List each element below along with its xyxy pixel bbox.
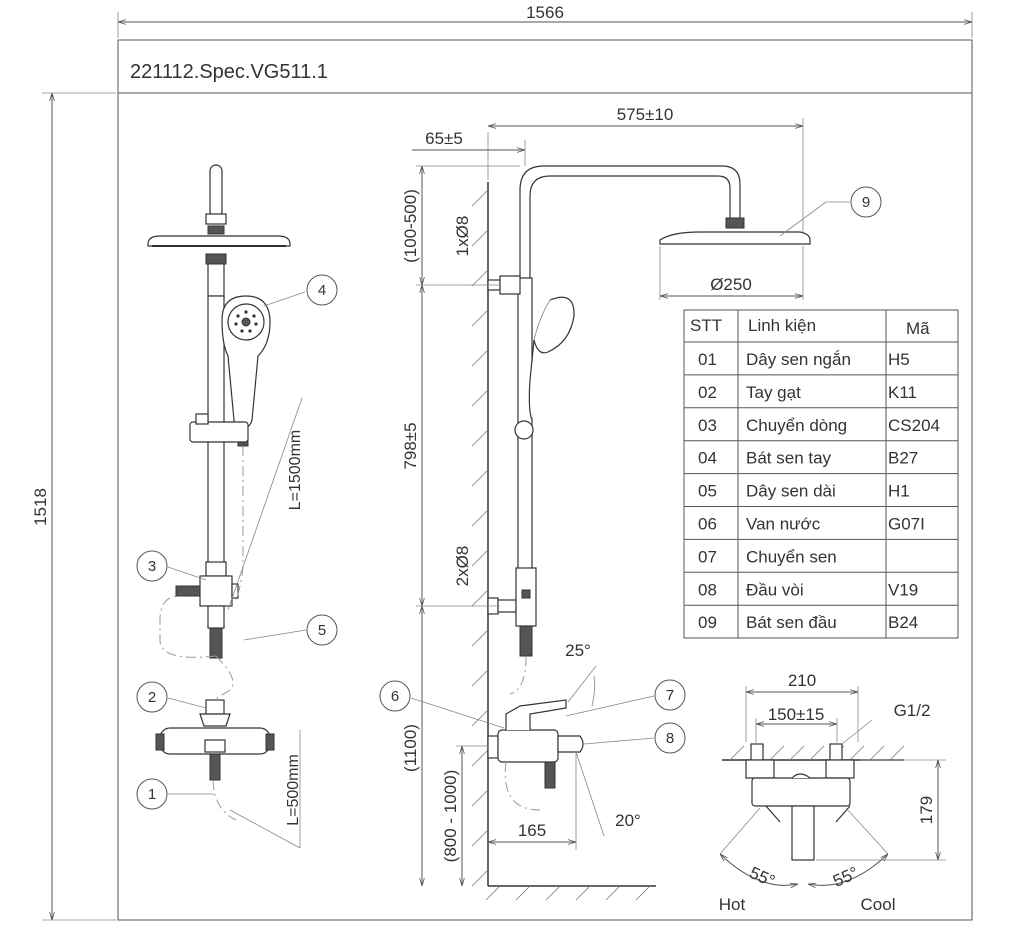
parts-table: STT Linh kiện Mã 01 Dây sen ngắn H5 02 Tay g… bbox=[683, 309, 959, 639]
svg-text:9: 9 bbox=[862, 194, 870, 211]
table-cell-part: Van nước bbox=[746, 515, 821, 534]
table-cell-stt: 02 bbox=[698, 383, 717, 402]
svg-text:3: 3 bbox=[148, 558, 156, 575]
table-cell-part: Chuyển sen bbox=[746, 547, 837, 566]
table-cell-code: H5 bbox=[888, 350, 910, 369]
head-diameter: Ø250 bbox=[710, 275, 752, 294]
table-cell-code: H1 bbox=[888, 482, 910, 501]
valve-detail: 210 150±15 G1/2 179 55° 55° Hot Cool bbox=[719, 671, 946, 914]
svg-text:4: 4 bbox=[318, 282, 326, 299]
overall-width-dimension: 1566 bbox=[117, 3, 973, 38]
table-cell-stt: 01 bbox=[698, 350, 717, 369]
table-cell-code: B27 bbox=[888, 449, 918, 468]
cool-label: Cool bbox=[861, 895, 896, 914]
overall-width-label: 1566 bbox=[526, 3, 564, 22]
table-cell-code: G07I bbox=[888, 515, 925, 534]
table-cell-part: Bát sen đầu bbox=[746, 613, 837, 632]
table-cell-stt: 06 bbox=[698, 515, 717, 534]
callout-1: 1 bbox=[136, 778, 214, 810]
front-view: L=1500mm L=500mm 1 2 3 4 5 bbox=[136, 164, 338, 849]
table-cell-code: CS204 bbox=[888, 416, 940, 435]
valve-inner-spacing: 150±15 bbox=[768, 705, 825, 724]
callout-4: 4 bbox=[263, 274, 338, 307]
callout-6: 6 bbox=[379, 680, 505, 729]
table-cell-part: Dây sen ngắn bbox=[746, 350, 851, 369]
short-hose-length: L=500mm bbox=[285, 754, 302, 826]
table-cell-stt: 07 bbox=[698, 547, 717, 566]
callout-5: 5 bbox=[243, 614, 338, 646]
long-hose-length: L=1500mm bbox=[287, 430, 304, 511]
table-cell-stt: 03 bbox=[698, 416, 717, 435]
callout-2: 2 bbox=[136, 681, 207, 713]
front-mixer bbox=[155, 699, 275, 781]
table-cell-part: Chuyển dòng bbox=[746, 416, 847, 435]
table-cell-code: V19 bbox=[888, 580, 918, 599]
upper-bracket-label: 1xØ8 bbox=[453, 216, 472, 257]
table-header-code: Mã bbox=[906, 319, 930, 338]
table-cell-stt: 05 bbox=[698, 482, 717, 501]
hot-label: Hot bbox=[719, 895, 746, 914]
hot-angle: 55° bbox=[747, 863, 778, 891]
valve-outer-spacing: 210 bbox=[788, 671, 816, 690]
valve-height-range: (800 - 1000) bbox=[441, 770, 460, 863]
table-cell-code: K11 bbox=[888, 383, 917, 402]
table-header-part: Linh kiện bbox=[748, 316, 816, 335]
table-cell-code: B24 bbox=[888, 613, 918, 632]
table-cell-part: Dây sen dài bbox=[746, 482, 836, 501]
svg-text:5: 5 bbox=[318, 622, 326, 639]
wall-hatching bbox=[471, 189, 489, 887]
table-cell-part: Tay gạt bbox=[746, 383, 801, 402]
spout-angle: 20° bbox=[615, 811, 641, 830]
drawing-frame bbox=[117, 39, 973, 921]
drawing-code: 221112.Spec.VG511.1 bbox=[130, 61, 328, 83]
callout-7: 7 bbox=[565, 679, 686, 717]
overall-height-dimension: 1518 bbox=[31, 92, 116, 921]
spout-reach: 165 bbox=[518, 821, 546, 840]
table-cell-stt: 08 bbox=[698, 580, 717, 599]
valve-thread: G1/2 bbox=[894, 701, 931, 720]
handle-angle: 25° bbox=[565, 641, 591, 660]
lower-bracket-label: 2xØ8 bbox=[453, 546, 472, 587]
table-cell-stt: 04 bbox=[698, 449, 717, 468]
floor-hatching bbox=[485, 885, 651, 901]
overall-height-label: 1518 bbox=[31, 488, 50, 526]
callout-3: 3 bbox=[136, 550, 207, 582]
svg-text:8: 8 bbox=[666, 730, 674, 747]
svg-text:6: 6 bbox=[391, 688, 399, 705]
table-header-stt: STT bbox=[690, 316, 722, 335]
side-view: 25° 20° 165 65±5 575±10 Ø250 (100-500) 7… bbox=[379, 105, 882, 901]
riser-height: 798±5 bbox=[401, 422, 420, 469]
svg-text:1: 1 bbox=[148, 786, 156, 803]
table-cell-part: Đầu vòi bbox=[746, 580, 804, 599]
table-cell-stt: 09 bbox=[698, 613, 717, 632]
cool-angle: 55° bbox=[830, 863, 861, 891]
upper-mount-range: (100-500) bbox=[401, 189, 420, 263]
callout-8: 8 bbox=[583, 722, 686, 754]
svg-text:7: 7 bbox=[666, 687, 674, 704]
top-offset: 65±5 bbox=[425, 129, 463, 148]
callout-9: 9 bbox=[779, 186, 882, 237]
arm-reach: 575±10 bbox=[617, 105, 674, 124]
valve-height: (1100) bbox=[401, 724, 420, 772]
valve-height: 179 bbox=[917, 796, 936, 824]
table-cell-part: Bát sen tay bbox=[746, 449, 832, 468]
svg-text:2: 2 bbox=[148, 689, 156, 706]
